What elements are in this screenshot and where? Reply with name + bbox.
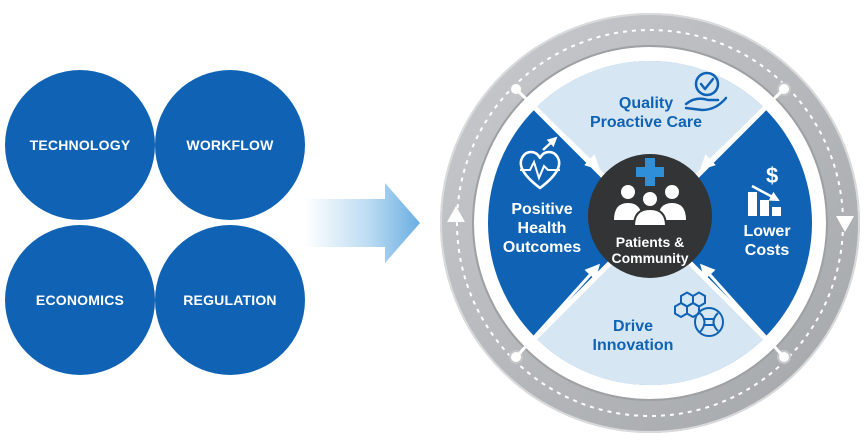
dna-molecule-icon bbox=[674, 291, 724, 337]
bottom-label-line2: Innovation bbox=[593, 337, 674, 354]
transition-arrow bbox=[305, 183, 420, 263]
dollar-chart-icon: $ bbox=[748, 163, 781, 216]
bottom-label-line1: Drive bbox=[613, 318, 653, 335]
top-label-line2: Proactive Care bbox=[590, 114, 702, 131]
left-label-line1: Positive bbox=[511, 201, 572, 218]
right-label-line2: Costs bbox=[745, 242, 790, 259]
factor-regulation: REGULATION bbox=[155, 225, 305, 375]
factor-workflow-label: WORKFLOW bbox=[186, 137, 274, 153]
outer-cycle-ring bbox=[440, 13, 860, 433]
factor-technology: TECHNOLOGY bbox=[5, 70, 155, 220]
left-label-line3: Outcomes bbox=[503, 239, 581, 256]
svg-text:$: $ bbox=[766, 163, 778, 188]
factor-workflow: WORKFLOW bbox=[155, 70, 305, 220]
factor-regulation-label: REGULATION bbox=[183, 292, 277, 308]
left-label-line2: Health bbox=[518, 220, 567, 237]
factor-economics: ECONOMICS bbox=[5, 225, 155, 375]
factor-economics-label: ECONOMICS bbox=[35, 292, 125, 308]
inward-arrows bbox=[517, 90, 783, 356]
heart-pulse-icon bbox=[519, 136, 561, 190]
people-group-icon bbox=[614, 158, 686, 227]
right-label-line1: Lower bbox=[743, 223, 790, 240]
top-label-line1: Quality bbox=[619, 95, 673, 112]
hand-check-icon bbox=[684, 71, 728, 112]
center-label-line2: Community bbox=[612, 250, 689, 266]
center-label-line1: Patients & bbox=[616, 234, 684, 250]
factor-technology-label: TECHNOLOGY bbox=[29, 137, 131, 153]
